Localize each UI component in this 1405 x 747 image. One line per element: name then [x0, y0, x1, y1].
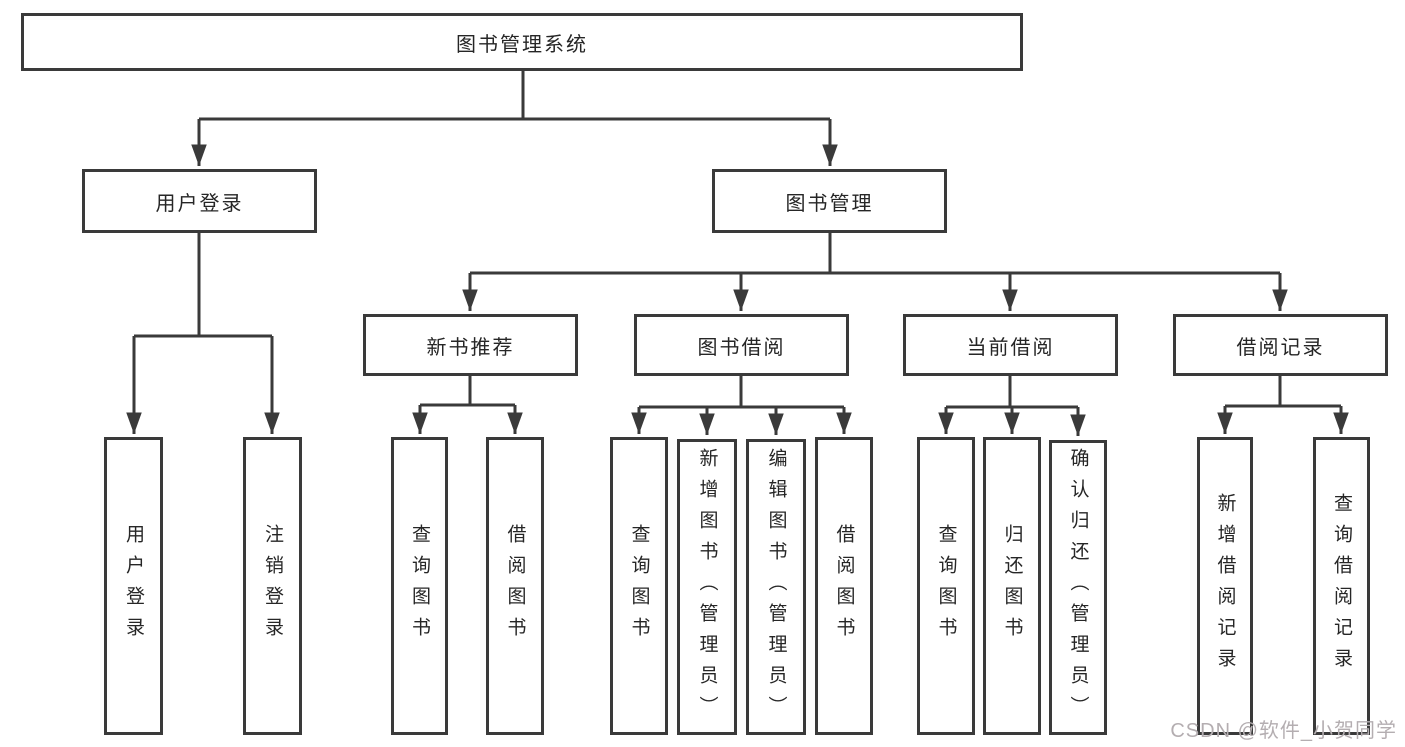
leaf-recommend-borrow-books: 借阅图书: [486, 437, 544, 735]
node-book-management: 图书管理: [712, 169, 947, 233]
leaf-current-query-books-label: 查询图书: [935, 524, 957, 648]
leaf-add-borrow-record-label: 新增借阅记录: [1214, 493, 1236, 679]
leaf-add-books-admin: 新增图书（管理员）: [677, 439, 737, 735]
node-root-system: 图书管理系统: [21, 13, 1023, 71]
leaf-confirm-return-admin: 确认归还（管理员）: [1049, 440, 1107, 735]
node-user-login-label: 用户登录: [155, 192, 244, 215]
node-root-label: 图书管理系统: [456, 33, 588, 56]
node-borrowing-records: 借阅记录: [1173, 314, 1388, 376]
leaf-return-books: 归还图书: [983, 437, 1041, 735]
leaf-user-login: 用户登录: [104, 437, 163, 735]
node-book-borrowing-label: 图书借阅: [697, 336, 786, 359]
node-book-management-label: 图书管理: [785, 192, 874, 215]
node-user-login: 用户登录: [82, 169, 317, 233]
leaf-recommend-query-books-label: 查询图书: [409, 524, 430, 648]
leaf-edit-books-admin: 编辑图书（管理员）: [746, 439, 806, 735]
leaf-borrow-borrow-books: 借阅图书: [815, 437, 873, 735]
leaf-add-books-admin-label: 新增图书（管理员）: [696, 447, 718, 727]
leaf-borrow-query-books: 查询图书: [610, 437, 668, 735]
leaf-confirm-return-admin-label: 确认归还（管理员）: [1067, 448, 1089, 727]
csdn-watermark: CSDN @软件_小贺同学: [1170, 720, 1397, 742]
leaf-borrow-borrow-books-label: 借阅图书: [833, 524, 855, 648]
node-borrowing-records-label: 借阅记录: [1236, 336, 1325, 359]
leaf-query-borrow-record: 查询借阅记录: [1313, 437, 1370, 735]
leaf-logout: 注销登录: [243, 437, 302, 735]
node-current-borrowing-label: 当前借阅: [966, 336, 1055, 359]
leaf-query-borrow-record-label: 查询借阅记录: [1331, 493, 1352, 679]
leaf-recommend-borrow-books-label: 借阅图书: [504, 524, 526, 648]
node-new-book-recommendation: 新书推荐: [363, 314, 578, 376]
leaf-borrow-query-books-label: 查询图书: [628, 524, 650, 648]
leaf-add-borrow-record: 新增借阅记录: [1197, 437, 1253, 735]
leaf-logout-label: 注销登录: [262, 524, 283, 648]
leaf-edit-books-admin-label: 编辑图书（管理员）: [765, 447, 787, 727]
node-current-borrowing: 当前借阅: [903, 314, 1118, 376]
leaf-user-login-label: 用户登录: [123, 524, 144, 648]
node-new-book-recommendation-label: 新书推荐: [426, 336, 515, 359]
node-book-borrowing: 图书借阅: [634, 314, 849, 376]
leaf-current-query-books: 查询图书: [917, 437, 975, 735]
leaf-return-books-label: 归还图书: [1001, 524, 1023, 648]
leaf-recommend-query-books: 查询图书: [391, 437, 448, 735]
